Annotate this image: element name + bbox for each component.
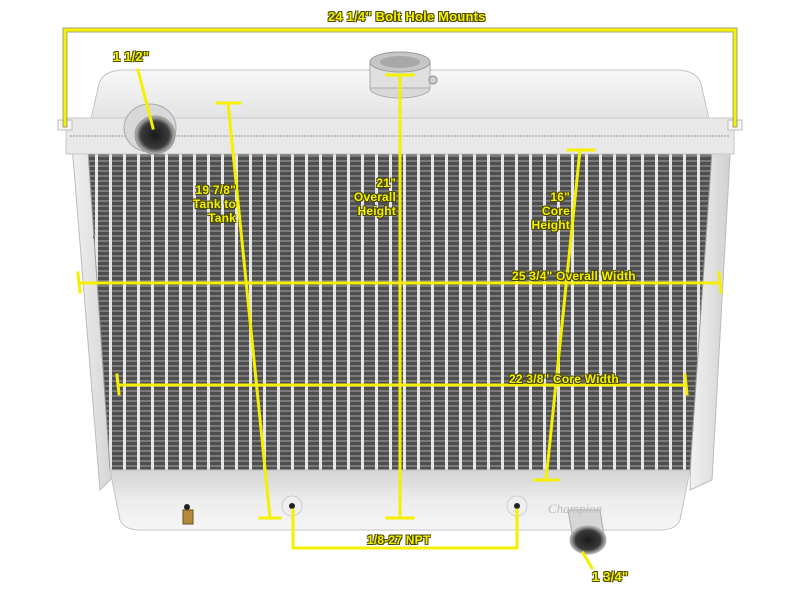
outlet-diameter-label: 1 3/4" [592,569,629,584]
tank-to-tank-label: 19 7/8" Tank to Tank [192,183,236,225]
core-width-label: 22 3/8" Core Width [509,372,619,386]
inlet-pipe [123,103,177,155]
npt-label: 1/8-27 NPT [367,533,431,547]
bolt-hole-mounts-label: 24 1/4" Bolt Hole Mounts [328,9,486,24]
overall-width-label: 25 3/4" Overall Width [512,269,636,283]
overall-height-label: 21" Overall Height [353,176,396,218]
watermark: Champion [548,501,602,516]
inlet-diameter-label: 1 1/2" [113,49,150,64]
core-height-label: 16" Core Height [531,190,570,232]
callout-lines [62,27,738,571]
outlet-pipe [567,509,607,555]
